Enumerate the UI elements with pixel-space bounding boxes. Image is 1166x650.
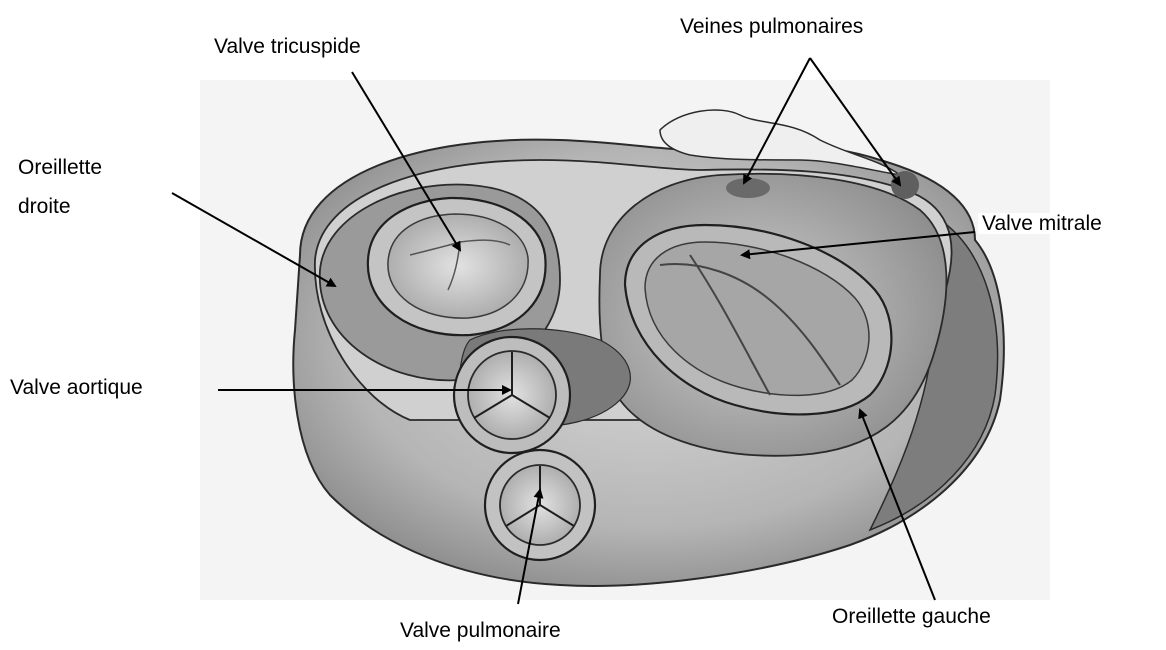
label-valve-pulmonaire: Valve pulmonaire [396,620,565,641]
label-valve-mitrale: Valve mitrale [978,213,1106,234]
label-valve-tricuspide: Valve tricuspide [210,36,365,57]
label-oreillette-gauche: Oreillette gauche [828,606,995,627]
label-oreillette-droite-line1: Oreillette [14,157,106,178]
label-oreillette-droite-line2: droite [14,196,75,217]
tricuspid-valve-inner [388,214,528,318]
pulmonary-vein-right [891,171,919,199]
pulmonary-vein-left [726,178,770,198]
label-veines-pulmonaires: Veines pulmonaires [676,16,867,37]
label-valve-aortique: Valve aortique [6,377,147,398]
